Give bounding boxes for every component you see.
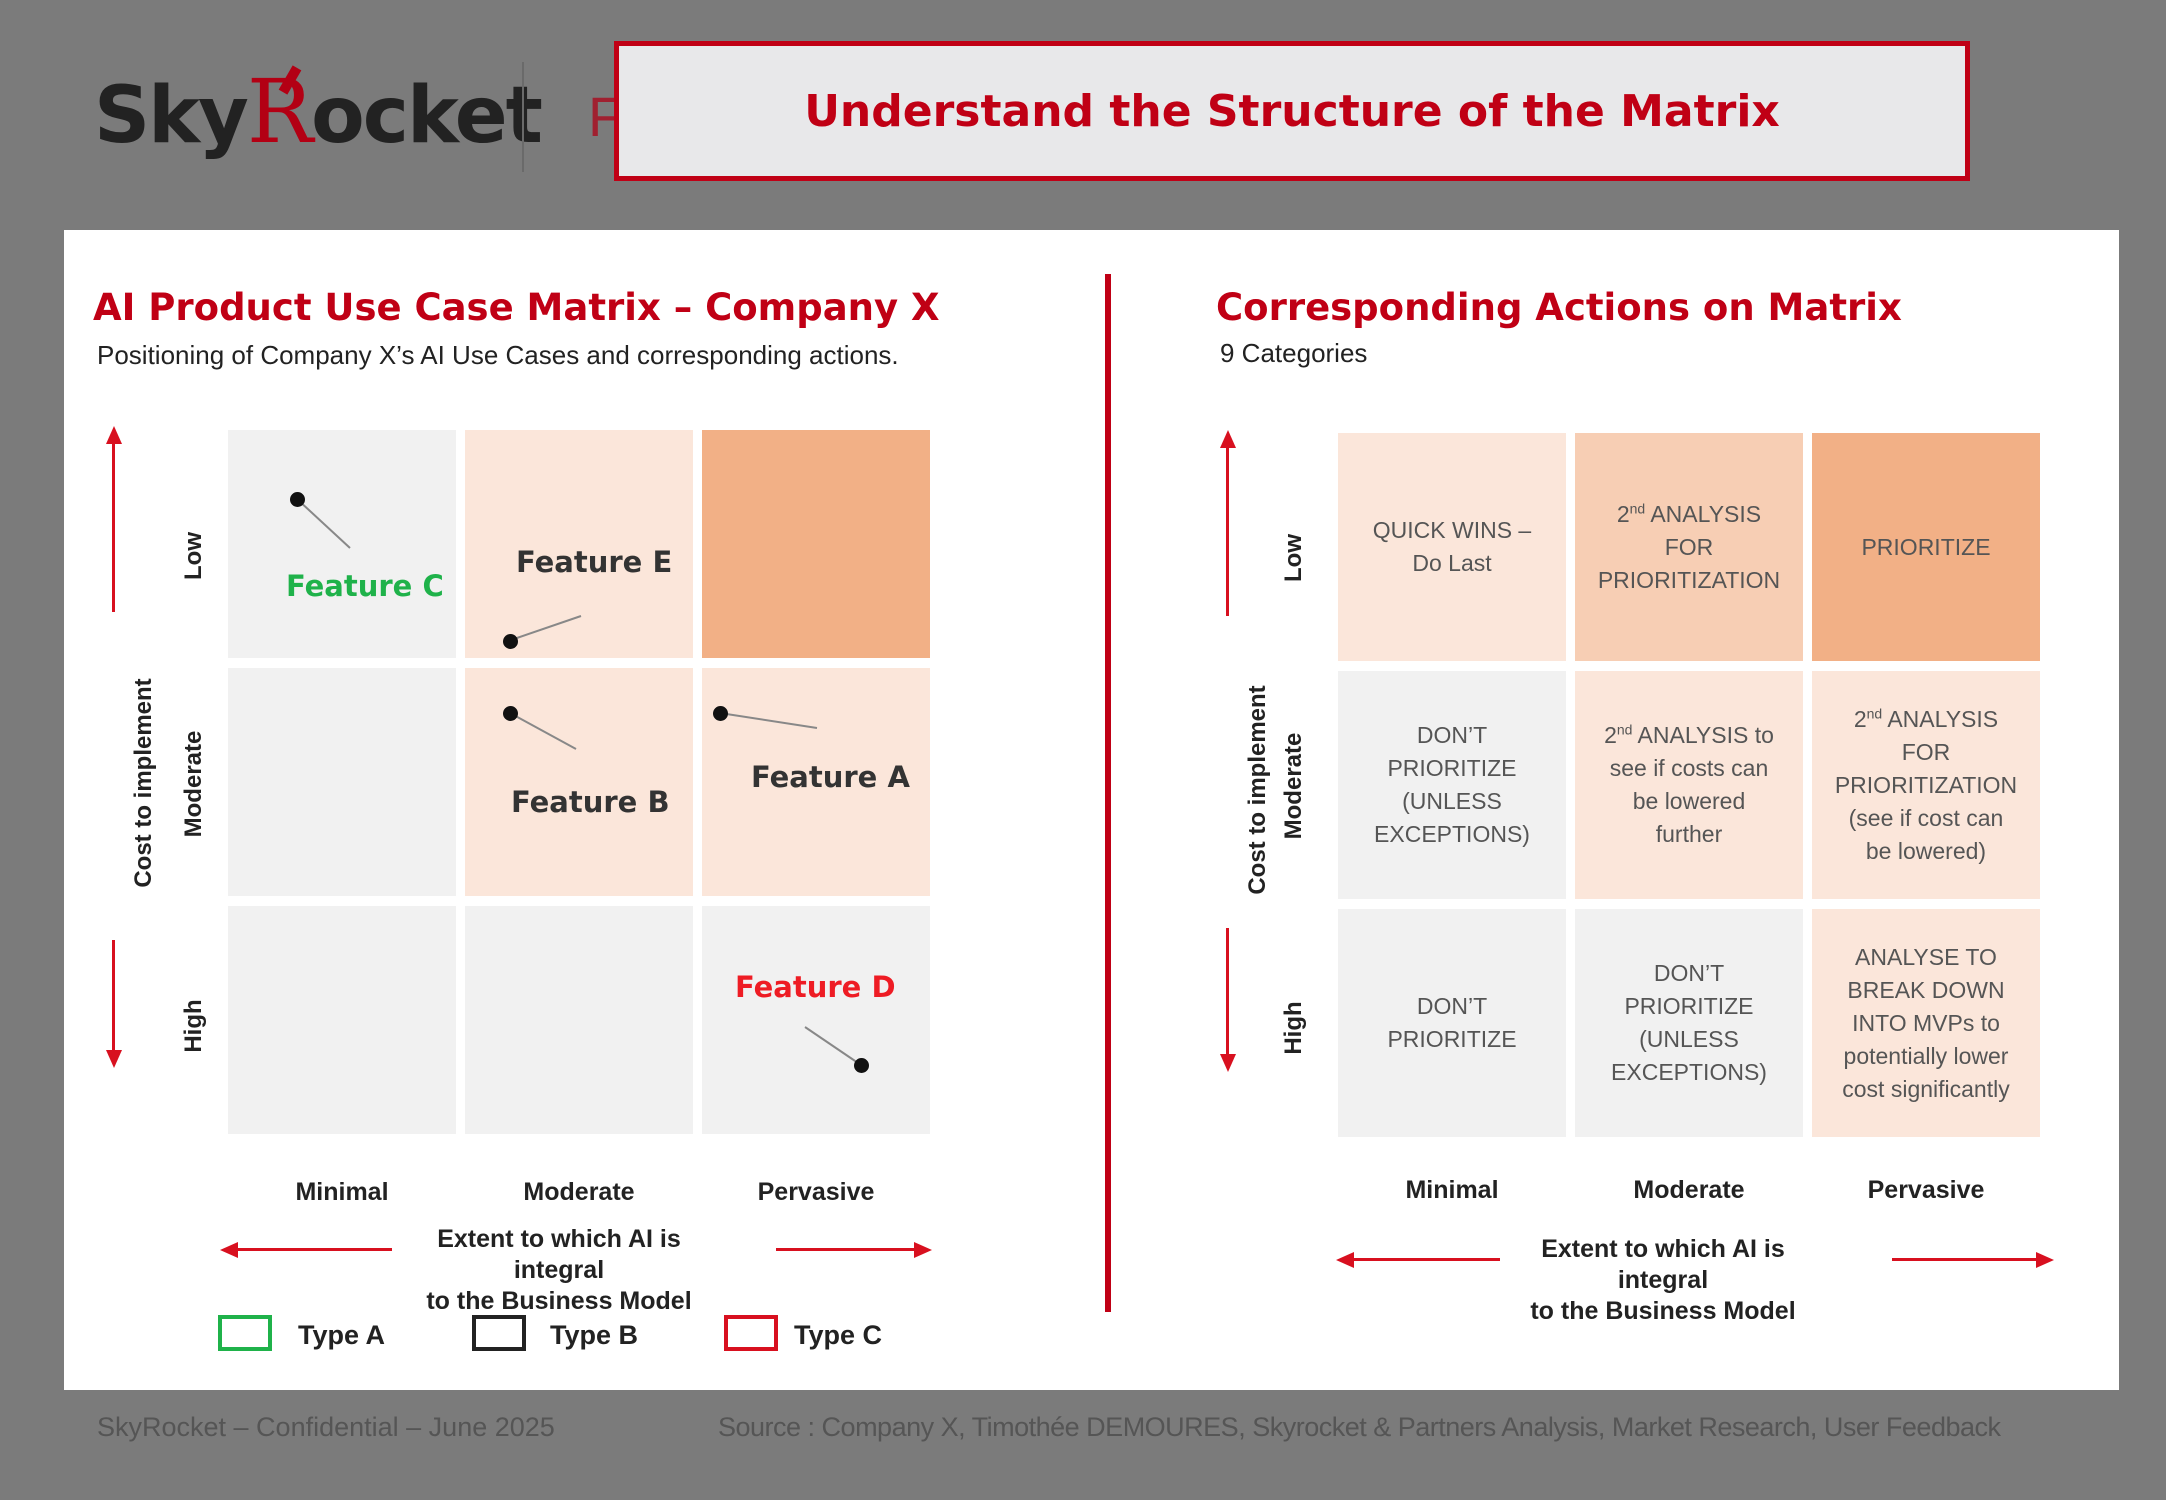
legend-label-type-a: Type A: [298, 1320, 386, 1350]
right-x-axis-label-line1: Extent to which AI is integral: [1541, 1235, 1785, 1294]
feature-d-dot: [854, 1058, 869, 1073]
logo-text-ocket: ocket: [311, 71, 543, 161]
feature-a-label: Feature A: [751, 760, 910, 794]
feature-leader-lines: [296, 498, 862, 1066]
leader-line-feature-e: [510, 615, 582, 641]
feature-b-dot: [503, 706, 518, 721]
feature-c-label: Feature C: [286, 569, 444, 603]
footer-confidential: SkyRocket – Confidential – June 2025: [97, 1412, 555, 1442]
leader-line-feature-a: [719, 712, 818, 729]
right-col-label-moderate: Moderate: [1633, 1176, 1745, 1204]
legend-swatch-type-b: [472, 1315, 526, 1351]
right-y-axis-arrow-up: [1220, 430, 1236, 448]
right-title: Corresponding Actions on Matrix: [1216, 286, 1902, 329]
skyrocket-logo: SkyRocket: [94, 60, 543, 163]
left-cell-high-pervasive: [702, 906, 930, 1134]
left-title: AI Product Use Case Matrix – Company X: [93, 286, 940, 329]
feature-d-label: Feature D: [735, 970, 896, 1004]
right-x-axis-arrow-right: [2036, 1252, 2054, 1268]
y-axis-line-bottom: [112, 940, 115, 1052]
feature-a-dot: [713, 706, 728, 721]
right-y-axis-label: Cost to implement: [1244, 685, 1271, 895]
right-x-axis-label-line2: to the Business Model: [1530, 1297, 1796, 1325]
y-axis-line-top: [112, 442, 115, 612]
right-row-label-moderate: Moderate: [1280, 732, 1307, 840]
left-col-label-moderate: Moderate: [523, 1178, 635, 1206]
right-row-label-low: Low: [1280, 534, 1307, 582]
legend-swatch-type-c: [724, 1315, 778, 1351]
feature-b-label: Feature B: [511, 785, 670, 819]
x-axis-arrow-right: [914, 1242, 932, 1258]
left-x-axis-label: Extent to which AI is integral to the Bu…: [394, 1224, 724, 1317]
leader-line-feature-b: [509, 712, 577, 750]
right-y-axis-line-top: [1226, 446, 1229, 616]
right-subtitle: 9 Categories: [1220, 338, 1368, 368]
left-cell-high-minimal: [228, 906, 456, 1134]
left-x-axis-label-line2: to the Business Model: [426, 1287, 692, 1315]
left-subtitle: Positioning of Company X’s AI Use Cases …: [97, 340, 899, 370]
right-y-axis-line-bottom: [1226, 928, 1229, 1056]
action-low-minimal: QUICK WINS –Do Last: [1338, 433, 1566, 661]
right-x-axis-label: Extent to which AI is integral to the Bu…: [1496, 1234, 1830, 1327]
left-cell-moderate-moderate: [465, 668, 693, 896]
right-x-axis-line-right: [1892, 1258, 2038, 1261]
legend-swatch-type-a: [218, 1315, 272, 1351]
right-x-axis-arrow-left: [1336, 1252, 1354, 1268]
x-axis-arrow-left: [220, 1242, 238, 1258]
feature-e-dot: [503, 634, 518, 649]
left-col-label-pervasive: Pervasive: [757, 1178, 875, 1206]
logo-text-r: R: [246, 60, 313, 163]
y-axis-arrow-up: [106, 426, 122, 444]
slide-title: Understand the Structure of the Matrix: [804, 85, 1780, 137]
center-divider: [1105, 274, 1111, 1312]
legend-label-type-c: Type C: [794, 1320, 883, 1350]
left-cell-high-moderate: [465, 906, 693, 1134]
left-x-axis-label-line1: Extent to which AI is integral: [437, 1225, 681, 1284]
left-cell-low-pervasive: [702, 430, 930, 658]
x-axis-line-right: [776, 1248, 916, 1251]
right-col-label-minimal: Minimal: [1405, 1176, 1499, 1204]
action-low-pervasive: PRIORITIZE: [1812, 433, 2040, 661]
right-x-axis-line-left: [1352, 1258, 1500, 1261]
content-panel: AI Product Use Case Matrix – Company X P…: [64, 230, 2119, 1390]
right-col-label-pervasive: Pervasive: [1867, 1176, 1985, 1204]
slide-title-box: Understand the Structure of the Matrix: [614, 41, 1970, 181]
left-cell-low-moderate: [465, 430, 693, 658]
right-y-axis-arrow-down: [1220, 1054, 1236, 1072]
logo-divider: [522, 62, 524, 172]
leader-line-feature-d: [804, 1026, 862, 1066]
logo-text-sky: Sky: [94, 71, 249, 161]
footer-source: Source : Company X, Timothée DEMOURES, S…: [718, 1412, 2001, 1442]
right-row-label-high: High: [1280, 1001, 1307, 1055]
x-axis-line-left: [236, 1248, 392, 1251]
feature-c-dot: [290, 492, 305, 507]
legend-label-type-b: Type B: [550, 1320, 639, 1350]
left-cell-low-minimal: [228, 430, 456, 658]
feature-e-label: Feature E: [516, 545, 673, 579]
left-col-label-minimal: Minimal: [295, 1178, 389, 1206]
y-axis-arrow-down: [106, 1050, 122, 1068]
left-cell-moderate-minimal: [228, 668, 456, 896]
left-cell-moderate-pervasive: [702, 668, 930, 896]
leader-line-feature-c: [296, 498, 351, 549]
